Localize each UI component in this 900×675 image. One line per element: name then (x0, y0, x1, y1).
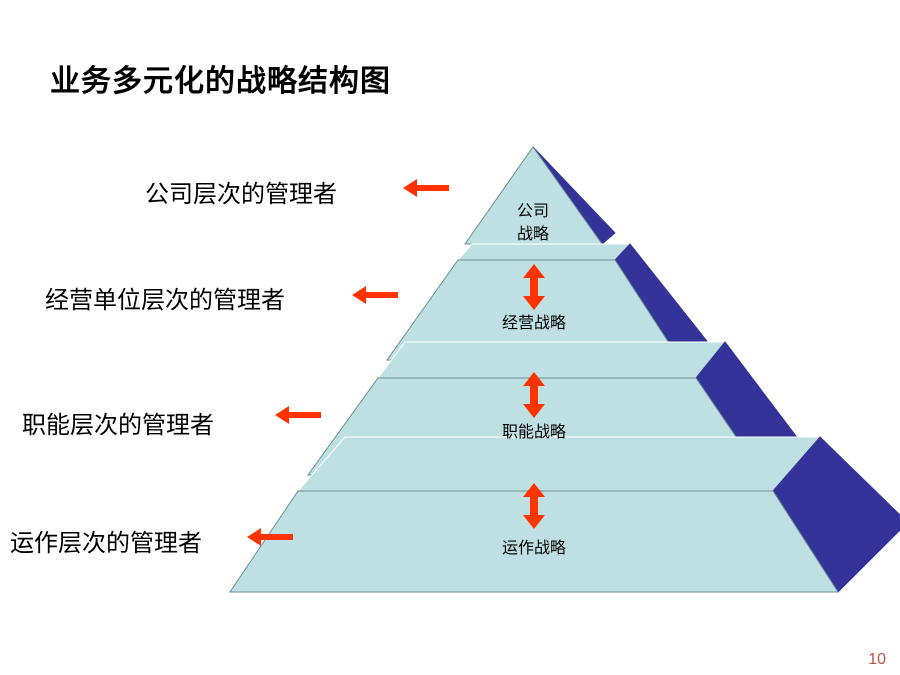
layer-front-face (229, 490, 839, 593)
layer-top-face (296, 436, 822, 492)
left-arrow-shape (403, 179, 449, 197)
double-headed-vertical-arrow-icon (523, 372, 545, 418)
left-arrow-icon (275, 406, 321, 424)
double-headed-vertical-arrow-shape (523, 264, 545, 310)
layer-top-face (377, 341, 727, 379)
left-arrow-icon (403, 179, 449, 197)
pyramid-layer-business-unit (386, 243, 711, 361)
left-arrow-icon (352, 286, 398, 304)
double-headed-vertical-arrow-icon (523, 483, 545, 529)
slide-title: 业务多元化的战略结构图 (50, 64, 391, 99)
strategy-label-business-unit: 经营战略 (502, 313, 566, 332)
manager-label-functional: 职能层次的管理者 (22, 411, 214, 439)
double-headed-vertical-arrow-shape (523, 483, 545, 529)
strategy-label-operational: 运作战略 (502, 538, 566, 557)
manager-label-business-unit: 经营单位层次的管理者 (45, 286, 285, 314)
double-headed-vertical-arrow-shape (523, 372, 545, 418)
manager-label-operational: 运作层次的管理者 (10, 529, 202, 557)
left-arrow-icon (247, 528, 293, 546)
strategy-label-corporate-line1: 公司 (517, 201, 549, 220)
left-arrow-shape (352, 286, 398, 304)
pyramid-layer-operational (229, 436, 900, 593)
layer-top-face (456, 243, 632, 261)
strategy-label-corporate-line2: 战略 (517, 224, 549, 243)
strategy-label-functional: 职能战略 (502, 422, 566, 441)
left-arrow-shape (275, 406, 321, 424)
left-arrow-shape (247, 528, 293, 546)
double-headed-vertical-arrow-icon (523, 264, 545, 310)
pyramid-layer-corporate (464, 146, 616, 245)
page-number: 10 (868, 651, 886, 668)
manager-label-corporate: 公司层次的管理者 (145, 180, 337, 208)
